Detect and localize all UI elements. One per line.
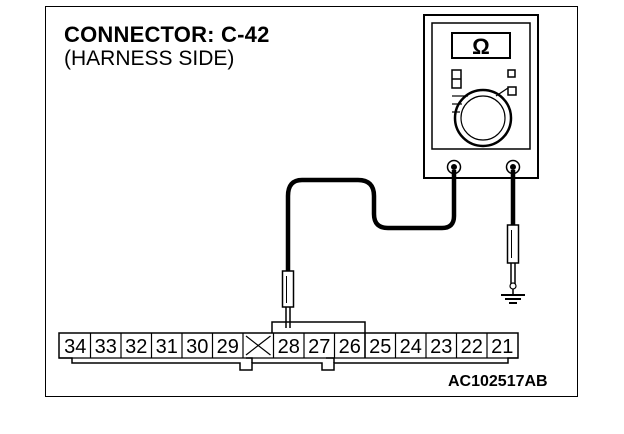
pin-25: 25 — [369, 336, 391, 358]
pin-30: 30 — [186, 336, 208, 358]
pin-29: 29 — [217, 336, 239, 358]
pin-31: 31 — [156, 336, 178, 358]
probe-lead — [285, 170, 457, 272]
ground-icon — [501, 282, 525, 304]
connector-c42: 34 33 32 31 30 29 28 27 26 25 24 23 22 21 — [58, 321, 519, 371]
figure-code: AC102517AB — [448, 373, 548, 390]
probe-left — [281, 270, 295, 328]
x-mark-icon — [245, 335, 271, 356]
pin-23: 23 — [430, 336, 452, 358]
meter-display: Ω — [472, 34, 490, 59]
pin-32: 32 — [125, 336, 147, 358]
pin-28: 28 — [278, 336, 300, 358]
pin-33: 33 — [95, 336, 117, 358]
pin-27: 27 — [308, 336, 330, 358]
pin-26: 26 — [339, 336, 361, 358]
ohmmeter-icon: Ω — [423, 14, 539, 179]
probe-right — [506, 224, 520, 284]
connector-title: CONNECTOR: C-42 — [64, 22, 270, 47]
pin-24: 24 — [400, 336, 422, 358]
pin-22: 22 — [461, 336, 483, 358]
connector-subtitle: (HARNESS SIDE) — [64, 47, 235, 70]
pin-34: 34 — [64, 336, 86, 358]
pin-21: 21 — [491, 336, 513, 358]
